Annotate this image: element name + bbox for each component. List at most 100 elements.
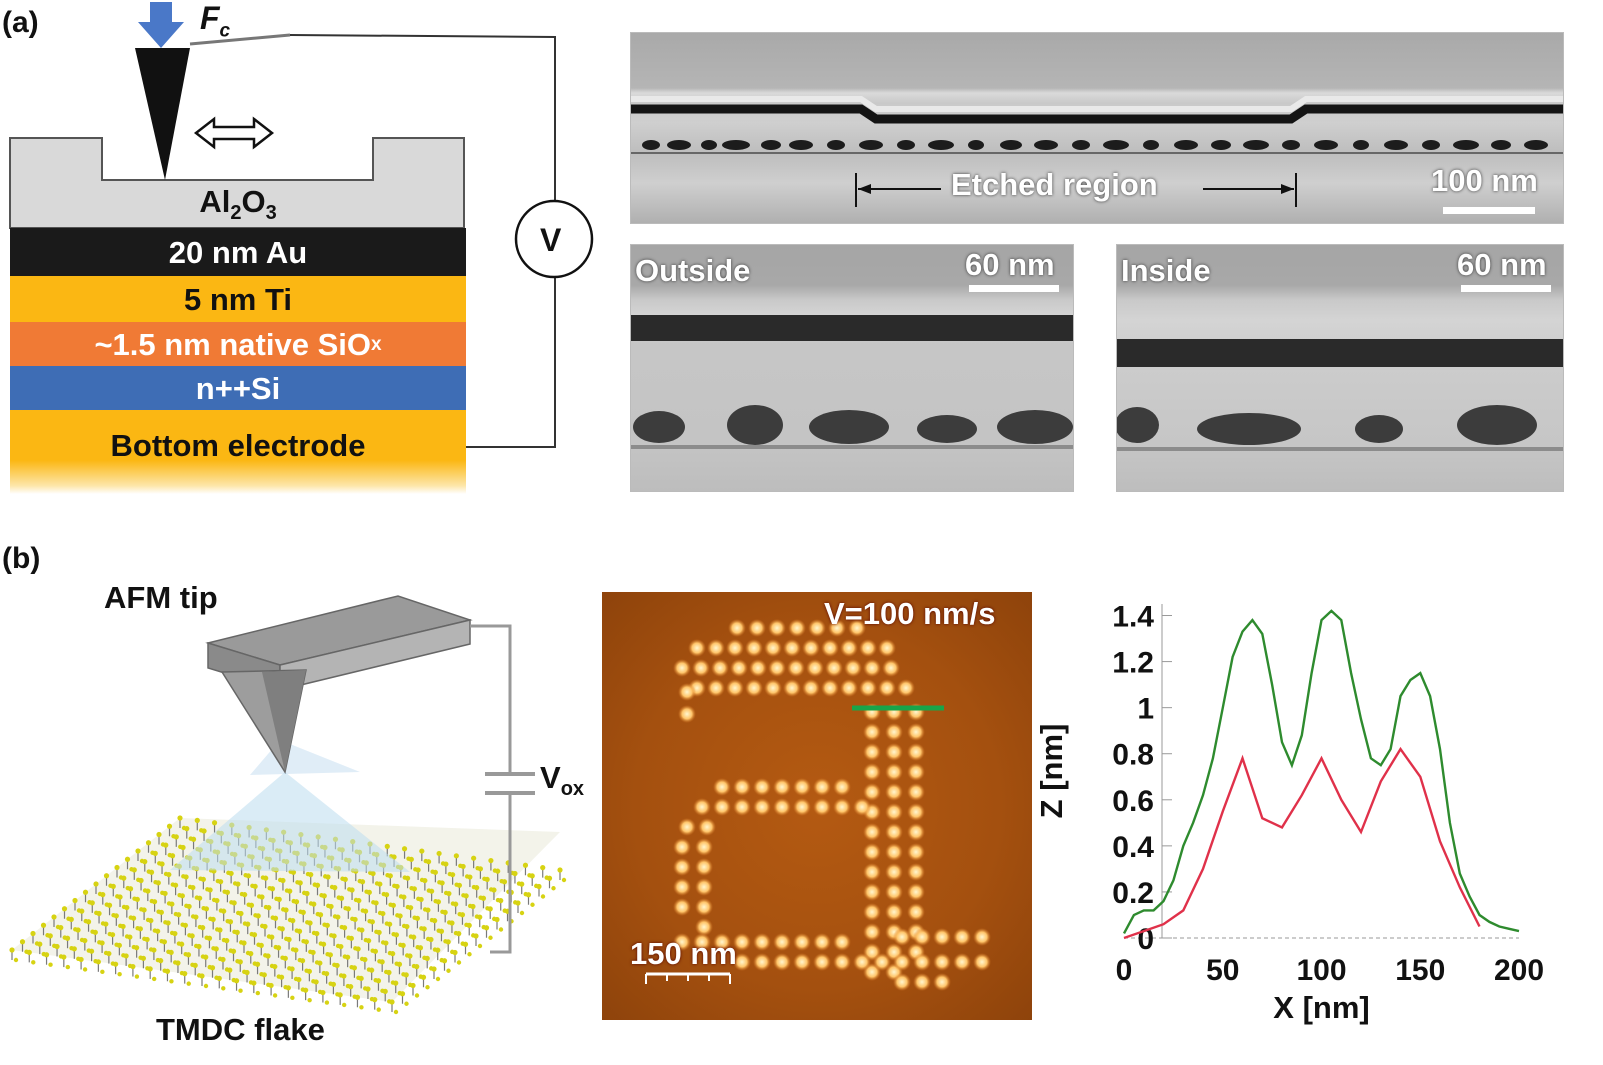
y-tick-label: 1.2 — [1112, 647, 1154, 680]
lattice-atom — [167, 824, 172, 829]
lattice-atom — [290, 918, 295, 923]
oxide-dot — [748, 619, 766, 637]
lattice-atom — [152, 977, 156, 981]
vox-label: Vox — [540, 760, 584, 801]
oxide-dot — [821, 679, 839, 697]
lattice-atom — [377, 930, 382, 935]
oxide-dot — [873, 953, 891, 971]
lattice-atom — [422, 926, 427, 931]
lattice-atom — [180, 845, 185, 850]
lattice-atom — [397, 962, 402, 967]
oxide-dot — [907, 763, 925, 781]
lattice-atom — [159, 910, 164, 915]
lattice-atom — [343, 877, 348, 882]
oxide-dot — [678, 683, 696, 701]
oxide-dot — [773, 953, 791, 971]
lattice-atom — [367, 890, 372, 895]
oxide-dot — [907, 843, 925, 861]
lattice-atom — [199, 973, 204, 978]
lattice-atom — [262, 972, 267, 977]
oxide-dot — [933, 973, 951, 991]
lattice-atom — [551, 886, 555, 890]
lattice-atom — [221, 909, 226, 914]
lattice-atom — [432, 918, 437, 923]
oxide-dot — [863, 659, 881, 677]
lattice-atom — [186, 952, 191, 957]
lattice-atom — [428, 937, 433, 942]
lattice-atom — [90, 900, 95, 905]
oxide-dot — [813, 778, 831, 796]
lattice-atom — [464, 893, 469, 898]
inside-scalebar — [1461, 285, 1551, 292]
lattice-atom — [244, 970, 249, 975]
lattice-atom — [62, 906, 67, 911]
lattice-atom — [294, 899, 299, 904]
lattice-atom — [307, 920, 312, 925]
lattice-atom — [141, 956, 146, 961]
lattice-atom — [127, 934, 132, 939]
lattice-atom — [547, 876, 552, 881]
lattice-atom — [155, 929, 160, 934]
lattice-atom — [169, 979, 173, 983]
tmdc-flake-label: TMDC flake — [156, 1012, 325, 1048]
lattice-atom — [485, 877, 490, 882]
lattice-atom — [37, 942, 42, 947]
lattice-atom — [141, 907, 146, 912]
lattice-atom — [411, 935, 416, 940]
lattice-atom — [400, 991, 405, 996]
lattice-atom — [217, 976, 222, 981]
lattice-atom — [307, 998, 311, 1002]
oxide-dot — [913, 928, 931, 946]
lattice-atom — [201, 828, 206, 833]
lattice-atom — [152, 899, 157, 904]
lattice-atom — [478, 944, 482, 948]
lattice-atom — [404, 972, 409, 977]
outside-label: Outside — [635, 253, 750, 289]
lattice-atom — [389, 999, 394, 1004]
series-line-2 — [1124, 749, 1480, 938]
lattice-atom — [348, 984, 353, 989]
oxide-dot — [813, 933, 831, 951]
lattice-atom — [303, 988, 308, 993]
lattice-atom — [308, 872, 313, 877]
lattice-atom — [72, 946, 77, 951]
lattice-atom — [443, 910, 448, 915]
lattice-atom — [321, 942, 326, 947]
oxide-dot — [673, 858, 691, 876]
x-axis-label: X [nm] — [1273, 990, 1369, 1025]
lattice-atom — [166, 920, 171, 925]
lattice-atom — [296, 977, 301, 982]
height-profile-chart: 00.20.40.60.811.21.4050100150200 X [nm] … — [1034, 590, 1594, 1050]
oxide-dot — [833, 798, 851, 816]
oxide-dot — [711, 659, 729, 677]
lattice-atom — [331, 982, 336, 987]
lattice-atom — [9, 947, 14, 952]
lattice-atom — [380, 911, 385, 916]
lattice-atom — [153, 851, 158, 856]
lattice-atom — [290, 996, 294, 1000]
oxide-dot — [730, 659, 748, 677]
lattice-atom — [390, 951, 395, 956]
lattice-atom — [48, 933, 53, 938]
lattice-atom — [335, 914, 340, 919]
oxide-dot — [749, 659, 767, 677]
lattice-atom — [210, 965, 215, 970]
lattice-atom — [175, 960, 180, 965]
lattice-atom — [402, 846, 407, 851]
oxide-dot — [787, 659, 805, 677]
oxide-dot — [802, 639, 820, 657]
lattice-atom — [414, 964, 419, 969]
lattice-atom — [526, 892, 531, 897]
oxide-dot — [793, 953, 811, 971]
lattice-atom — [51, 914, 56, 919]
lattice-atom — [369, 968, 374, 973]
lattice-atom — [387, 922, 392, 927]
lattice-atom — [324, 971, 329, 976]
lattice-atom — [477, 915, 482, 920]
lattice-atom — [297, 929, 302, 934]
lattice-atom — [300, 958, 305, 963]
oxide-dot — [840, 639, 858, 657]
lattice-atom — [481, 896, 486, 901]
lattice-atom — [134, 945, 139, 950]
lattice-atom — [184, 826, 189, 831]
